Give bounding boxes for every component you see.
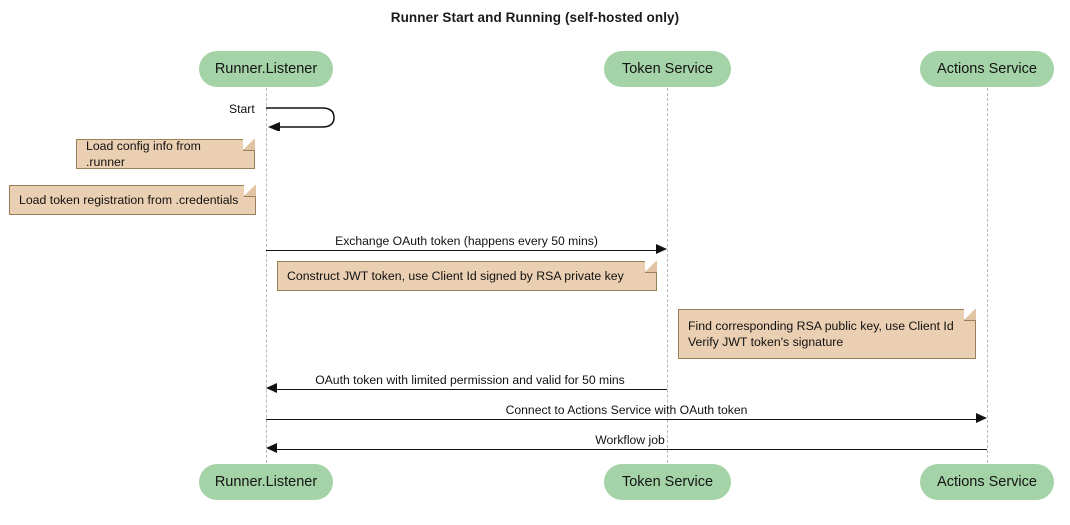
note-fold-icon <box>964 308 976 321</box>
arrowhead-right-icon <box>656 244 667 254</box>
lifeline-actions-service <box>987 88 988 463</box>
participant-token-service-bottom[interactable]: Token Service <box>604 464 731 500</box>
message-line-connect-actions-service[interactable] <box>266 419 980 420</box>
note-load-token-registration: Load token registration from .credential… <box>9 184 256 215</box>
note-fold-icon <box>244 184 256 197</box>
note-text: Load token registration from .credential… <box>19 193 239 207</box>
participant-actions-service-top[interactable]: Actions Service <box>920 51 1054 87</box>
arrowhead-left-icon <box>266 383 277 393</box>
note-fold-icon <box>645 260 657 273</box>
message-label-start: Start <box>229 102 255 116</box>
message-line-workflow-job[interactable] <box>273 449 987 450</box>
note-fold-icon <box>243 138 255 151</box>
message-label-oauth-token-response: OAuth token with limited permission and … <box>315 373 625 387</box>
note-load-config: Load config info from .runner <box>76 138 255 169</box>
message-start-selfloop[interactable] <box>266 105 346 131</box>
participant-runner-listener-top[interactable]: Runner.Listener <box>199 51 333 87</box>
participant-label: Runner.Listener <box>214 474 318 490</box>
message-line-exchange-oauth-token[interactable] <box>266 250 660 251</box>
participant-label: Actions Service <box>937 61 1037 77</box>
message-label-connect-actions-service: Connect to Actions Service with OAuth to… <box>505 403 748 417</box>
note-construct-jwt-token: Construct JWT token, use Client Id signe… <box>277 260 657 291</box>
participant-token-service-top[interactable]: Token Service <box>604 51 731 87</box>
message-line-oauth-token-response[interactable] <box>273 389 667 390</box>
lifeline-token-service <box>667 88 668 463</box>
note-text: Construct JWT token, use Client Id signe… <box>287 269 624 283</box>
lifeline-runner <box>266 88 267 463</box>
note-text: Find corresponding RSA public key, use C… <box>688 319 954 349</box>
arrowhead-right-icon <box>976 413 987 423</box>
message-label-workflow-job: Workflow job <box>595 433 665 447</box>
participant-runner-listener-bottom[interactable]: Runner.Listener <box>199 464 333 500</box>
participant-actions-service-bottom[interactable]: Actions Service <box>920 464 1054 500</box>
participant-label: Runner.Listener <box>214 61 318 77</box>
note-text: Load config info from .runner <box>86 139 201 169</box>
participant-label: Token Service <box>621 61 714 77</box>
arrowhead-left-icon <box>266 443 277 453</box>
note-verify-jwt-signature: Find corresponding RSA public key, use C… <box>678 308 976 359</box>
message-label-exchange-oauth-token: Exchange OAuth token (happens every 50 m… <box>335 234 598 248</box>
participant-label: Token Service <box>621 474 714 490</box>
page-title: Runner Start and Running (self-hosted on… <box>390 10 680 25</box>
participant-label: Actions Service <box>937 474 1037 490</box>
